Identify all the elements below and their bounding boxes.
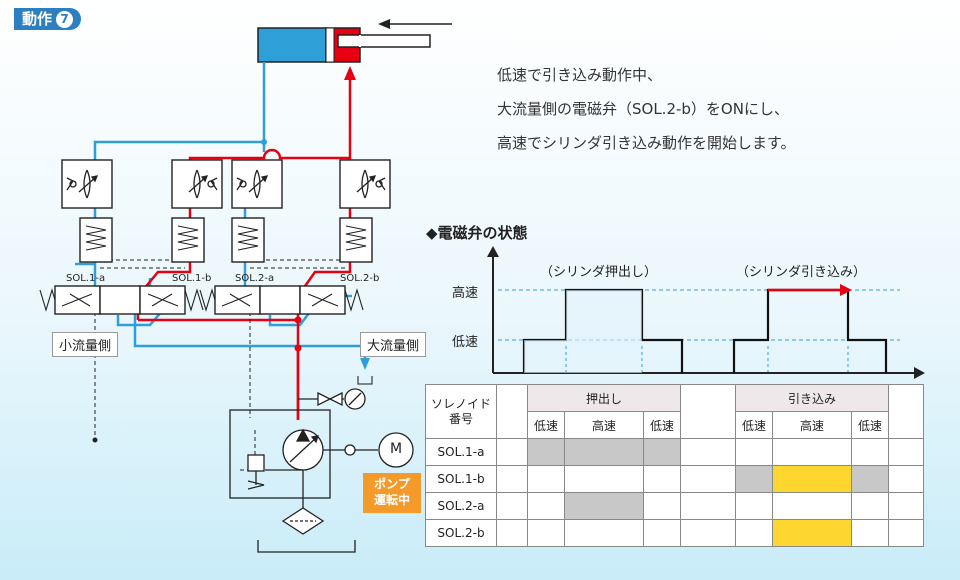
solenoid-name: SOL.2-b <box>425 519 497 547</box>
blue-lines <box>75 62 367 360</box>
step-number: 7 <box>56 10 74 28</box>
state-cell <box>496 438 528 466</box>
state-cell <box>735 492 773 520</box>
valve-label-sol1a: SOL.1-a <box>66 273 106 284</box>
solenoid-name: SOL.1-b <box>425 465 497 493</box>
description-line-2: 大流量側の電磁弁（SOL.2-b）をONにし、 <box>497 100 789 118</box>
state-cell <box>772 492 852 520</box>
state-cell <box>735 438 773 466</box>
step-badge: 動作 7 <box>14 8 82 30</box>
table-sub-header: 高速 <box>564 411 644 439</box>
state-cell <box>680 492 736 520</box>
pump-unit <box>229 409 414 553</box>
pump-status-line-1: ポンプ <box>374 477 410 491</box>
cylinder-piston <box>325 27 335 63</box>
table-row: SOL.2-b <box>425 519 924 547</box>
state-cell <box>564 465 644 493</box>
state-cell <box>772 519 852 547</box>
flow-control-valves <box>61 159 391 209</box>
solenoid-name: SOL.1-a <box>425 438 497 466</box>
table-row: SOL.1-b <box>425 465 924 493</box>
state-cell <box>643 492 681 520</box>
state-cell <box>643 438 681 466</box>
state-cell <box>496 519 528 547</box>
table-group-extend: 押出し <box>527 384 681 412</box>
high-speed-axis-label: 高速 <box>452 286 479 301</box>
state-cell <box>643 465 681 493</box>
table-sub-header: 高速 <box>772 411 852 439</box>
valve-label-sol2b: SOL.2-b <box>340 273 380 284</box>
valve-label-sol2a: SOL.2-a <box>235 273 275 284</box>
valve-label-sol1b: SOL.1-b <box>172 273 212 284</box>
retract-phase-label: （シリンダ引き込み） <box>736 265 867 280</box>
directional-valves <box>54 285 346 315</box>
state-cell <box>527 492 565 520</box>
state-cell <box>851 492 889 520</box>
state-cell <box>680 519 736 547</box>
description-line-1: 低速で引き込み動作中、 <box>497 66 663 84</box>
state-cell <box>851 438 889 466</box>
state-cell <box>496 492 528 520</box>
table-row: SOL.2-a <box>425 492 924 520</box>
state-cell <box>643 519 681 547</box>
pressure-gauge <box>298 388 366 410</box>
state-cell <box>527 519 565 547</box>
state-cell <box>680 465 736 493</box>
low-speed-axis-label: 低速 <box>452 335 479 350</box>
description: 低速で引き込み動作中、 大流量側の電磁弁（SOL.2-b）をONにし、 高速でシ… <box>497 58 796 160</box>
table-sub-header: 低速 <box>527 411 565 439</box>
table-row: SOL.1-a <box>425 438 924 466</box>
state-cell <box>851 465 889 493</box>
state-cell <box>564 438 644 466</box>
pressure-compensators <box>79 217 373 263</box>
table-sub-header: 低速 <box>643 411 681 439</box>
state-chart <box>487 246 925 379</box>
table-corner-line-2: 番号 <box>448 411 473 426</box>
pump-status-badge: ポンプ 運転中 <box>363 473 421 513</box>
solenoid-name: SOL.2-a <box>425 492 497 520</box>
state-cell <box>564 492 644 520</box>
motion-arrow-head <box>378 19 390 29</box>
cylinder-rod <box>337 34 431 48</box>
state-cell <box>772 465 852 493</box>
state-cell <box>564 519 644 547</box>
description-line-3: 高速でシリンダ引き込み動作を開始します。 <box>497 134 796 152</box>
table-group-retract: 引き込み <box>735 384 889 412</box>
table-sub-header: 低速 <box>735 411 773 439</box>
motor-label: M <box>389 441 403 457</box>
state-chart-title: ◆電磁弁の状態 <box>426 224 528 242</box>
table-corner-header: ソレノイド 番号 <box>425 384 497 439</box>
table-corner-line-1: ソレノイド <box>430 396 491 411</box>
flow-control-symbols <box>66 169 386 199</box>
cylinder-head-chamber <box>257 27 327 63</box>
state-cell <box>735 519 773 547</box>
state-cell <box>527 465 565 493</box>
state-cell <box>527 438 565 466</box>
pump-status-line-2: 運転中 <box>373 493 410 507</box>
state-cell <box>851 519 889 547</box>
extend-phase-label: （シリンダ押出し） <box>540 265 658 280</box>
state-cell <box>496 465 528 493</box>
state-cell <box>888 519 924 547</box>
step-label: 動作 <box>22 10 53 28</box>
state-cell <box>888 465 924 493</box>
table-sub-header: 低速 <box>851 411 889 439</box>
state-cell <box>680 438 736 466</box>
state-cell <box>888 492 924 520</box>
state-cell <box>772 438 852 466</box>
small-flow-label: 小流量側 <box>52 332 119 357</box>
solenoid-state-table: ソレノイド 番号 押出し 引き込み 低速 高速 低速 低速 高速 低速 SOL.… <box>425 384 924 547</box>
large-flow-label: 大流量側 <box>360 332 427 357</box>
state-cell <box>735 465 773 493</box>
state-cell <box>888 438 924 466</box>
